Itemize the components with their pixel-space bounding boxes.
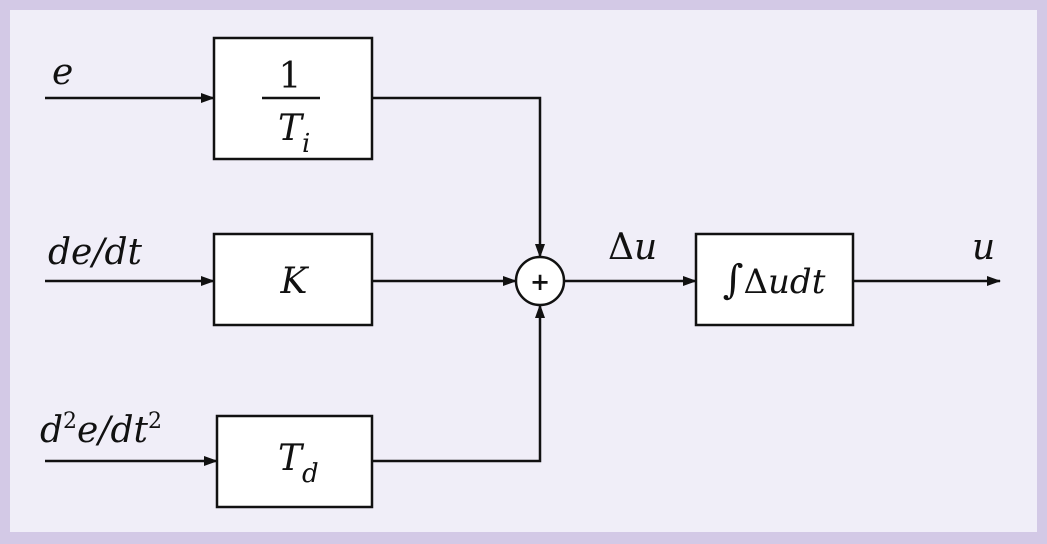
proportional-gain-label: K [280, 261, 310, 302]
line-integral-to-sum [372, 96, 545, 258]
derivative-gain-block [215, 414, 374, 509]
signal-label-delta-u: Δu [608, 227, 657, 268]
input-label-de-dt: de/dt [48, 232, 143, 273]
derivative-gain-base: T [278, 438, 305, 479]
integrator-label: ∫Δudt [723, 257, 826, 303]
integral-gain-denominator-base: T [278, 108, 305, 149]
integral-sign: ∫ [723, 257, 744, 303]
derivative-gain-sub: d [302, 459, 319, 489]
d2e-mid: e/dt [77, 410, 148, 451]
d2e-d: d [40, 410, 63, 451]
integral-gain-denominator-sub: i [302, 129, 310, 159]
line-derivative-to-sum [372, 304, 545, 463]
integrator-delta: Δ [743, 262, 768, 302]
integrator-block [694, 232, 855, 327]
proportional-gain-block [212, 232, 374, 327]
input-label-d2e-dt2: d2e/dt2 [40, 409, 162, 451]
d2e-sup-1: 2 [63, 409, 77, 434]
delta-u-var: u [634, 227, 657, 268]
integrator-body: udt [768, 262, 826, 302]
summing-junction [514, 255, 566, 307]
summing-plus-sign: + [530, 267, 550, 296]
integral-gain-denominator: Ti [278, 108, 310, 159]
delta-u-delta: Δ [608, 227, 634, 268]
signal-label-output-u: u [972, 227, 995, 268]
input-label-e: e [52, 52, 73, 93]
derivative-gain-label: Td [278, 438, 319, 489]
integral-gain-numerator: 1 [279, 56, 302, 97]
d2e-sup-2: 2 [148, 409, 162, 434]
